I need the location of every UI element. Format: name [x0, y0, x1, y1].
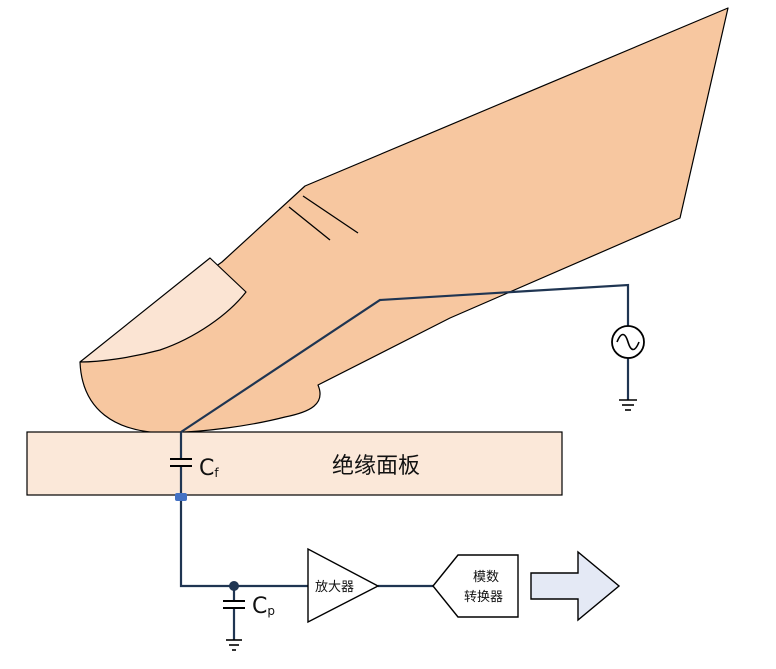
cp-label-sub: p: [267, 604, 275, 618]
adc-label-line1: 模数: [473, 570, 499, 585]
adc-shape: [432, 554, 519, 618]
cf-label-main: C: [199, 456, 214, 481]
knuckle-crease-1: [288, 206, 331, 241]
insulating-panel: 绝缘面板: [26, 431, 563, 496]
sense-line-wire: [179, 466, 308, 588]
finger: [79, 7, 729, 434]
adc-converter: 模数 转换器: [432, 554, 519, 618]
knuckle-crease-2: [302, 195, 359, 234]
fingernail: [79, 257, 247, 363]
cf-label-sub: f: [214, 466, 219, 480]
amplifier-label: 放大器: [315, 580, 354, 595]
finger-to-source-wire: [180, 283, 630, 433]
cp-label: Cp: [252, 594, 275, 619]
ac-voltage-source-icon: [611, 325, 645, 359]
finger-body: [79, 7, 729, 434]
wires: [179, 283, 630, 640]
cp-label-main: C: [252, 594, 267, 619]
junction-node: [229, 581, 239, 591]
capacitor-cf: Cf: [170, 456, 219, 481]
adc-label-line2: 转换器: [464, 590, 503, 605]
ground-icon: [619, 399, 637, 411]
right-arrow-icon: [530, 550, 621, 622]
panel-via: [175, 493, 187, 501]
panel-label: 绝缘面板: [332, 454, 420, 479]
cf-label: Cf: [199, 456, 219, 481]
panel-rect: [26, 431, 563, 496]
capacitor-cp: Cp: [223, 594, 275, 619]
amplifier: 放大器: [307, 547, 380, 624]
ground-icon: [226, 639, 242, 651]
amplifier-triangle: [307, 547, 380, 624]
